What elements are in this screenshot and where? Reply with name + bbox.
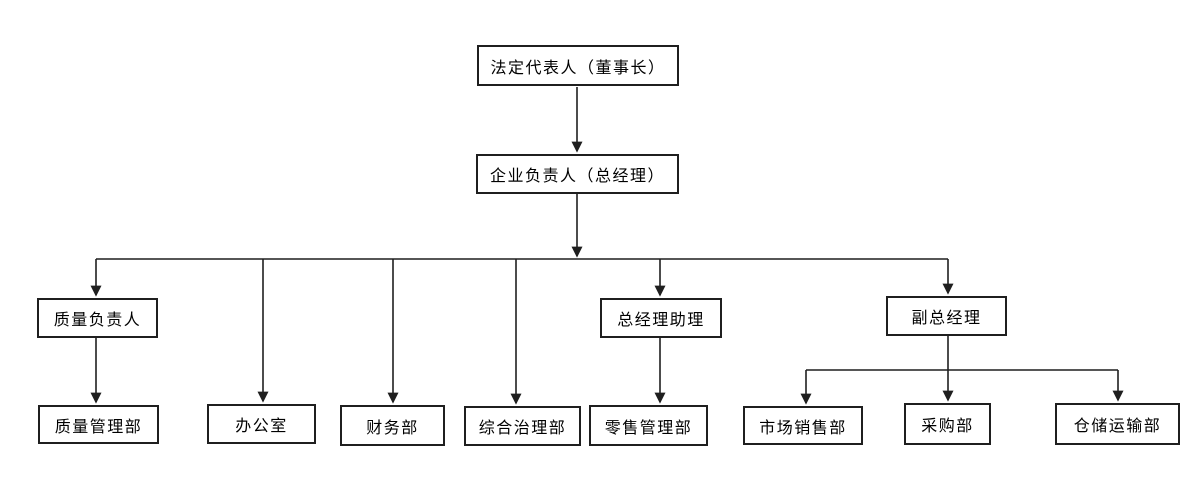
- node-general-manager: 企业负责人（总经理）: [476, 154, 679, 194]
- node-office: 办公室: [207, 404, 316, 444]
- node-comprehensive-governance-dept: 综合治理部: [464, 406, 581, 446]
- node-quality-management-dept: 质量管理部: [38, 405, 159, 444]
- node-purchasing-dept: 采购部: [904, 403, 991, 445]
- node-legal-representative: 法定代表人（董事长）: [477, 45, 679, 86]
- node-finance-dept: 财务部: [340, 405, 445, 446]
- node-deputy-general-manager: 副总经理: [886, 296, 1007, 336]
- node-retail-management-dept: 零售管理部: [589, 405, 708, 446]
- node-marketing-sales-dept: 市场销售部: [743, 406, 863, 445]
- node-warehouse-transport-dept: 仓储运输部: [1055, 403, 1180, 445]
- node-quality-head: 质量负责人: [37, 298, 158, 338]
- node-gm-assistant: 总经理助理: [600, 298, 722, 338]
